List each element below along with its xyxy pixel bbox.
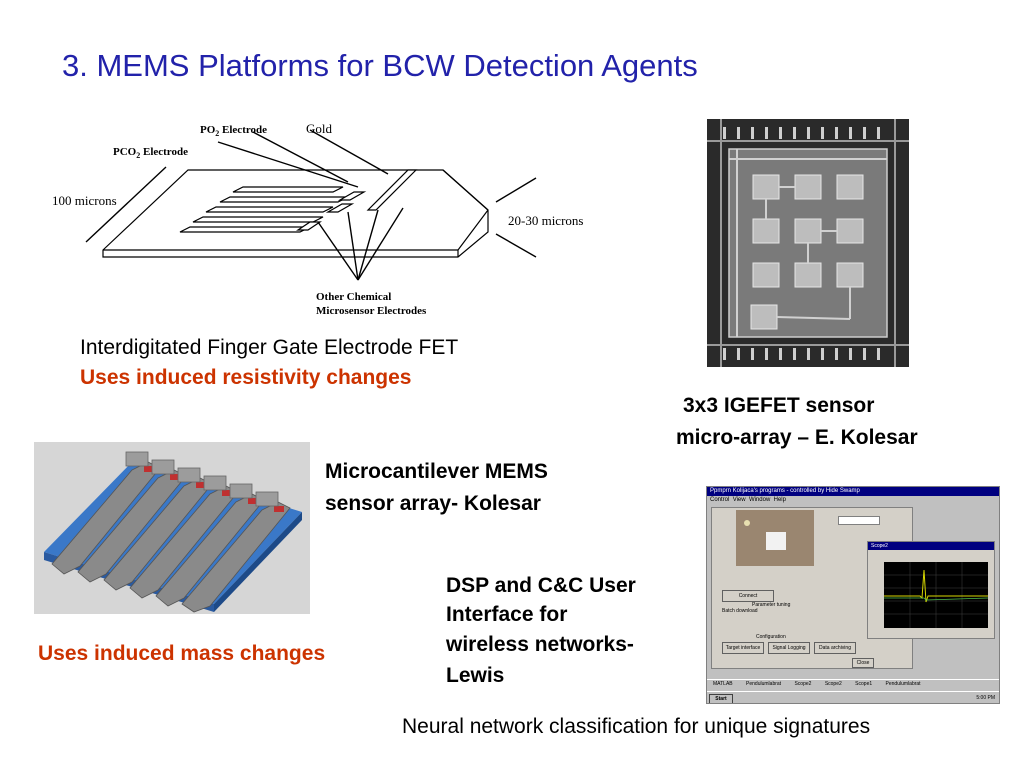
igefet-micrograph [707, 119, 909, 367]
cantilever-caption-line2: sensor array- Kolesar [325, 492, 541, 515]
pco2-label: PCO [113, 146, 137, 158]
window-titlebar: Ppmprn Kolijaca's programs - controlled … [707, 487, 999, 496]
fet-caption: Interdigitated Finger Gate Electrode FET [80, 336, 459, 359]
data-archiving-button[interactable]: Data archiving [814, 642, 856, 654]
pco2-subscript: 2 [136, 151, 140, 160]
microsensor-electrodes-label: Microsensor Electrodes [316, 305, 427, 317]
batch-download-checkbox[interactable]: Batch download [722, 608, 758, 614]
gold-lead [366, 169, 418, 211]
dsp-caption-line4: Lewis [446, 664, 505, 687]
electrode-pad [325, 203, 355, 213]
electrode-finger [205, 206, 334, 213]
window-menubar: Control View Window Help [707, 496, 999, 504]
electrode-pad [337, 191, 367, 201]
page-title: 3. MEMS Platforms for BCW Detection Agen… [62, 48, 698, 83]
dsp-caption-line2: Interface for [446, 603, 568, 626]
signal-logging-button[interactable]: Signal Logging [768, 642, 810, 654]
parameter-tuning-label: Parameter tuning [752, 602, 791, 608]
po2-label: PO [200, 124, 216, 136]
svg-text:PO2 Electrode: PO2 Electrode [200, 124, 267, 138]
scope-titlebar: Scope2 [868, 542, 994, 550]
external-select[interactable] [838, 516, 880, 525]
cantilever-beams [51, 461, 291, 613]
task-item[interactable]: Scope2 [794, 681, 812, 687]
dsp-caption-line3: wireless networks- [446, 633, 634, 656]
menu-item[interactable]: Help [773, 497, 786, 503]
scope-plot [884, 562, 988, 628]
task-item[interactable]: MATLAB [713, 681, 733, 687]
electrode-finger [179, 226, 311, 233]
task-item[interactable]: Scope2 [824, 681, 842, 687]
target-interface-button[interactable]: Target interface [722, 642, 764, 654]
electrode-finger [192, 216, 324, 223]
igefet-caption-line2: micro-array – E. Kolesar [676, 426, 918, 449]
po2-subscript: 2 [215, 129, 219, 138]
electrode-pad [296, 221, 322, 231]
footer-caption: Neural network classification for unique… [402, 715, 871, 738]
microcantilever-render [34, 442, 310, 614]
thickness-label: 20-30 microns [508, 213, 583, 228]
configuration-label: Configuration [756, 634, 786, 640]
dsp-screenshot: Ppmprn Kolijaca's programs - controlled … [706, 486, 1000, 704]
task-item[interactable]: Pendulumlabrat [746, 681, 782, 687]
close-button[interactable]: Close [852, 658, 874, 668]
igefet-caption-line1: 3x3 IGEFET sensor [683, 394, 875, 417]
po2-tail: Electrode [219, 124, 267, 136]
taskbar-clock: 5:00 PM [976, 695, 995, 701]
menu-item[interactable]: Window [748, 497, 771, 503]
fet-subcaption: Uses induced resistivity changes [80, 366, 412, 389]
cantilever-caption-line1: Microcantilever MEMS [325, 460, 548, 483]
start-button[interactable]: Start [709, 694, 733, 703]
task-item[interactable]: Scope1 [855, 681, 873, 687]
scope-window: Scope2 [867, 541, 995, 639]
menu-item[interactable]: Control [710, 497, 730, 503]
cantilever-subcaption: Uses induced mass changes [38, 642, 326, 665]
menu-item[interactable]: View [732, 497, 746, 503]
task-strip: MATLAB Pendulumlabrat Scope2 Scope2 Scop… [707, 679, 999, 689]
camera-view [736, 510, 814, 566]
pco2-tail: Electrode [140, 146, 188, 158]
electrode-finger [232, 186, 344, 193]
other-chemical-label: Other Chemical [316, 291, 391, 303]
gold-label: Gold [306, 121, 333, 136]
task-item[interactable]: Pendulumlabrat [885, 681, 921, 687]
taskbar: Start 5:00 PM [707, 691, 999, 703]
connect-button[interactable]: Connect [722, 590, 774, 602]
base-plate [102, 169, 489, 258]
electrode-fet-diagram: PO2 Electrode PCO2 Electrode Gold 100 mi… [52, 121, 583, 317]
svg-text:PCO2 Electrode: PCO2 Electrode [113, 146, 188, 160]
hundred-microns-label: 100 microns [52, 193, 117, 208]
dsp-caption-line1: DSP and C&C User [446, 574, 636, 597]
electrode-finger [219, 196, 349, 203]
